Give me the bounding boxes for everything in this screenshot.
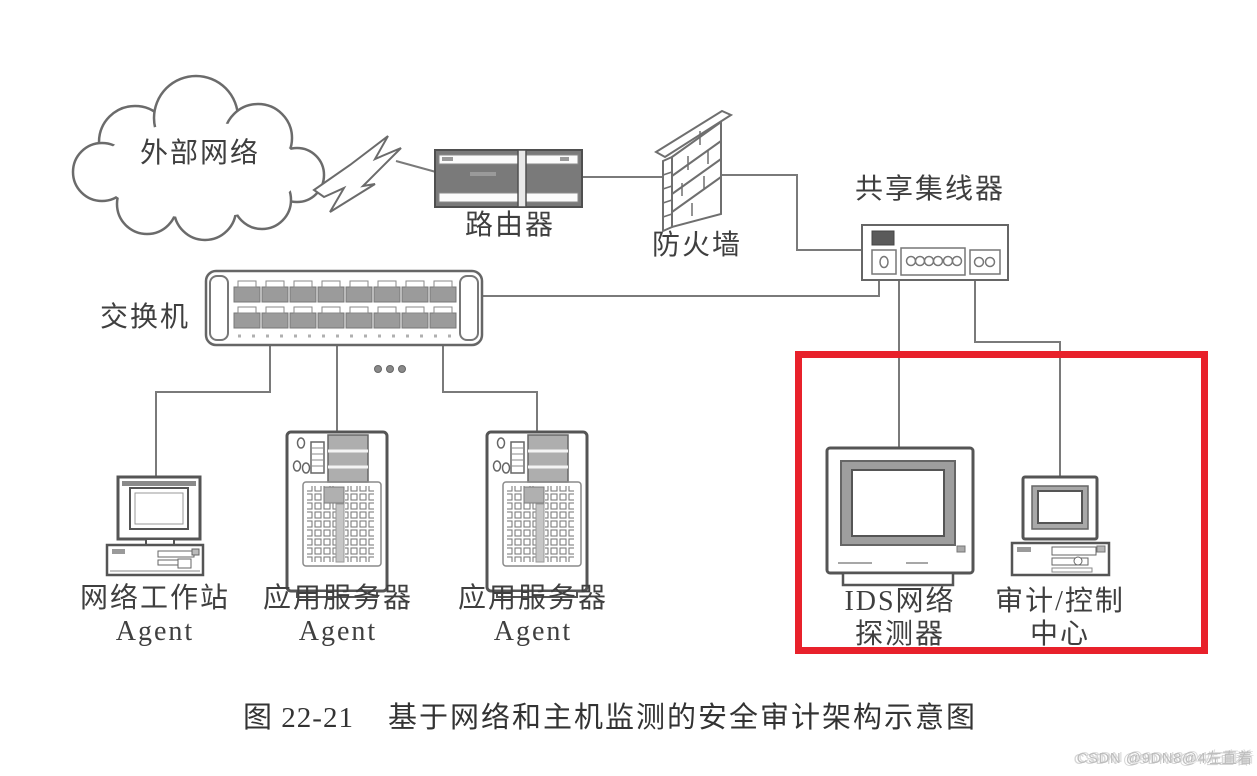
connection-lines — [155, 160, 1061, 477]
ids-sensor-label: IDS网络 探测器 — [800, 585, 1000, 651]
router-label: 路由器 — [464, 210, 555, 241]
app-server-1-label: 应用服务器 Agent — [238, 582, 438, 648]
workstation-label: 网络工作站 Agent — [55, 582, 255, 648]
external-network-label: 外部网络 — [139, 138, 260, 169]
app-server-1-label-line1: 应用服务器 — [262, 583, 413, 614]
ellipsis-dots — [374, 365, 406, 373]
lightning-icon — [312, 135, 402, 213]
figure-title: 基于网络和主机监测的安全审计架构示意图 — [387, 702, 977, 734]
figure-caption: 图 22-21 基于网络和主机监测的安全审计架构示意图 — [0, 694, 1220, 736]
ids-monitor-icon — [825, 446, 975, 587]
workstation-label-line1: 网络工作站 — [79, 583, 230, 614]
app-server-2-label-line2: Agent — [493, 616, 573, 647]
shared-hub-label: 共享集线器 — [854, 174, 1005, 205]
app-server-icon — [285, 430, 389, 599]
audit-pc-icon — [1010, 475, 1111, 577]
firewall-label: 防火墙 — [651, 230, 742, 261]
switch-icon — [204, 269, 484, 347]
ids-sensor-label-line2: 探测器 — [854, 619, 945, 650]
audit-center-label-line1: 审计/控制 — [995, 586, 1125, 617]
firewall-icon — [654, 109, 734, 233]
audit-center-label: 审计/控制 中心 — [960, 585, 1160, 651]
app-server-1-label-line2: Agent — [298, 616, 378, 647]
app-server-icon — [485, 430, 589, 599]
cloud-icon — [71, 74, 326, 242]
figure-number: 图 22-21 — [243, 702, 354, 734]
app-server-2-label: 应用服务器 Agent — [433, 582, 633, 648]
workstation-icon — [105, 475, 205, 577]
app-server-2-label-line1: 应用服务器 — [457, 583, 608, 614]
highlight-box — [795, 351, 1208, 654]
switch-label: 交换机 — [99, 302, 190, 333]
audit-center-label-line2: 中心 — [1029, 619, 1090, 650]
csdn-watermark: CSDN @9DN8@4左直着 — [1076, 750, 1253, 767]
router-icon — [434, 149, 583, 208]
hub-icon — [861, 224, 1009, 281]
ids-sensor-label-line1: IDS网络 — [844, 586, 956, 617]
workstation-label-line2: Agent — [115, 616, 195, 647]
